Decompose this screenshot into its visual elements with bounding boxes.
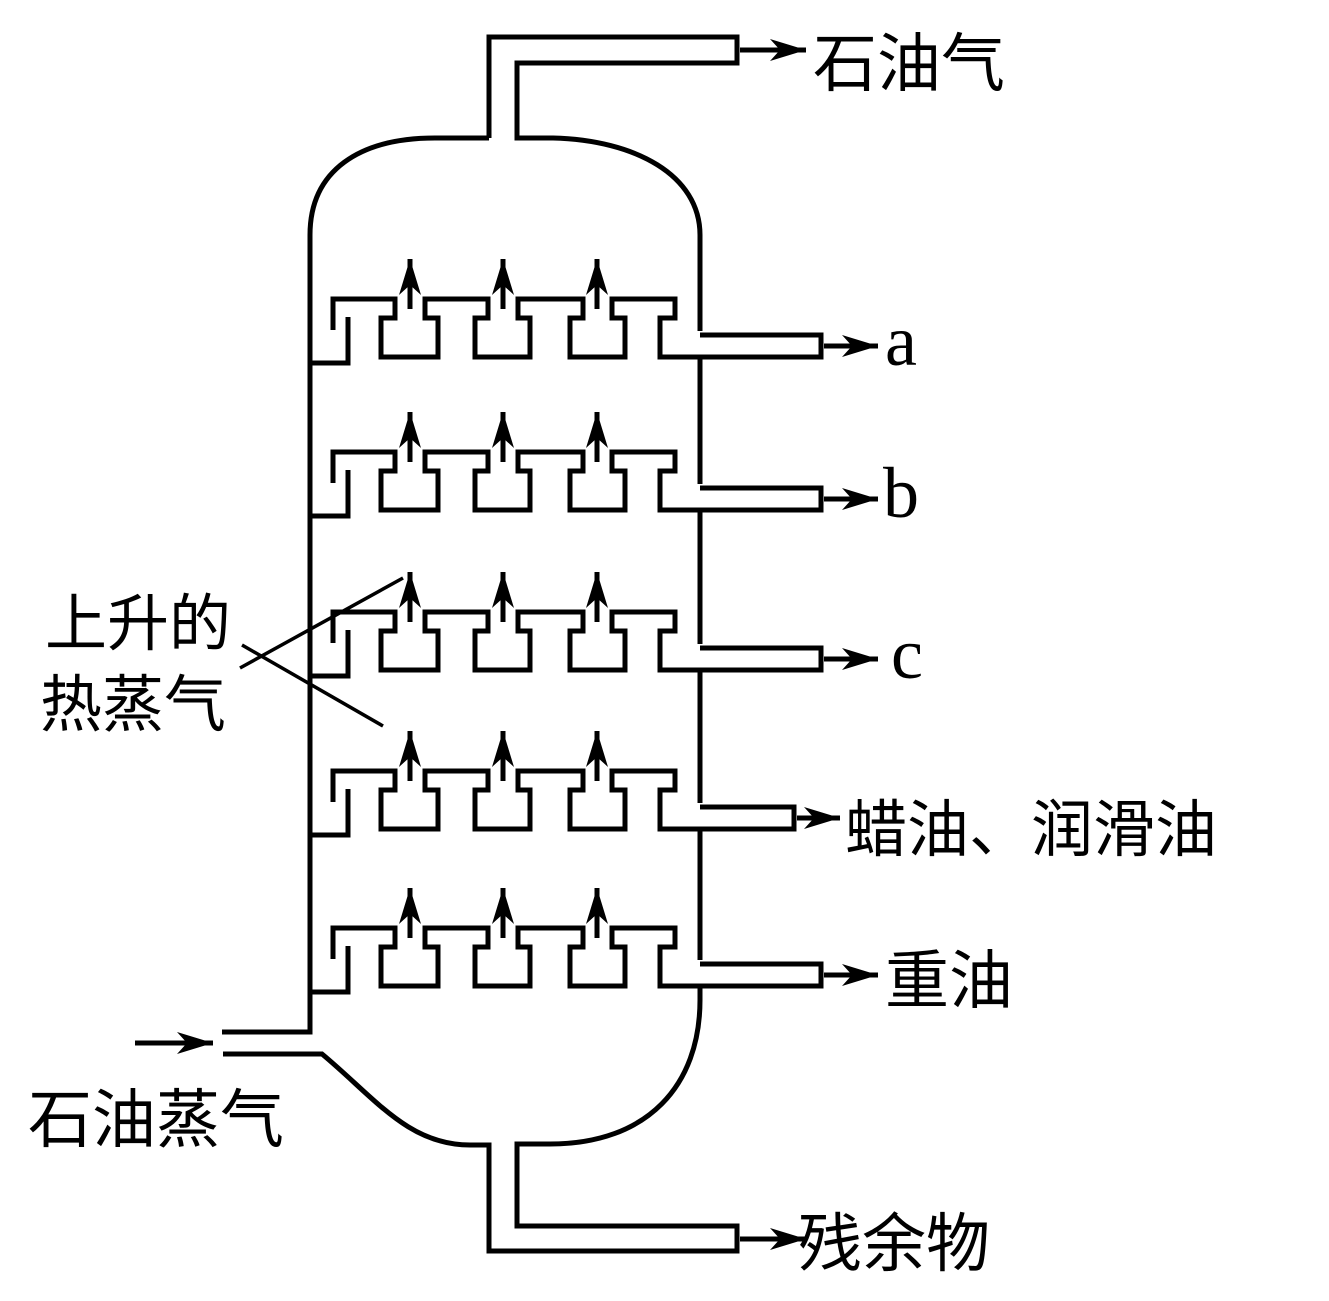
outlet-pipe-heavy [700, 961, 824, 989]
label-heavy-oil: 重油 [885, 946, 1013, 1017]
pointer-line-lower [241, 643, 384, 728]
outlet-pipe-a [700, 332, 824, 360]
label-residue: 残余物 [798, 1209, 990, 1280]
label-outlet-b: b [883, 453, 919, 533]
label-wax-lubricating-oil: 蜡油、润滑油 [845, 797, 1217, 865]
tray-1 [310, 259, 878, 363]
vessel-bottom [223, 999, 740, 1254]
outlet-pipe-c [700, 645, 824, 673]
tray-2 [310, 412, 878, 516]
pointer-line-upper [239, 576, 404, 670]
tray-3 [310, 572, 878, 676]
tray-5 [310, 888, 878, 992]
label-petroleum-vapor: 石油蒸气 [28, 1085, 284, 1156]
tray-4 [310, 731, 840, 835]
label-outlet-c: c [891, 614, 923, 694]
outlet-pipe-b [700, 485, 824, 513]
label-rising-vapor-line2: 热蒸气 [40, 672, 226, 740]
label-outlet-a: a [885, 301, 917, 381]
vessel-left-wall [222, 235, 313, 1035]
outlet-pipe-wax [700, 804, 797, 832]
label-rising-vapor-line1: 上升的 [45, 591, 231, 659]
label-petroleum-gas: 石油气 [813, 29, 1005, 100]
vessel-top-left-shoulder [307, 135, 489, 236]
top-outlet-pipe [486, 34, 740, 236]
